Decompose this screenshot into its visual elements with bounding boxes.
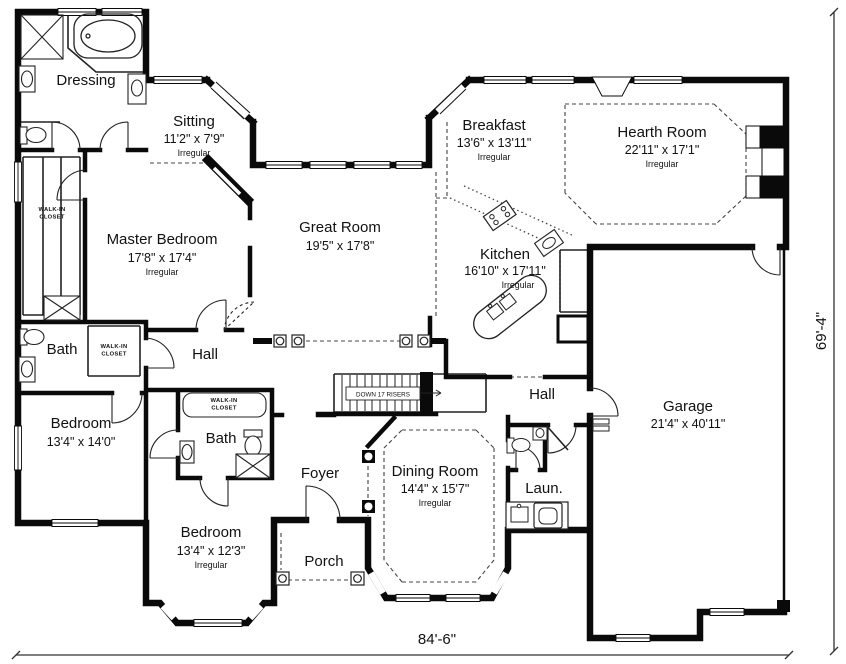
closet-label-1a: WALK-IN <box>39 207 66 213</box>
room-note-master-bedroom: Irregular <box>146 267 179 277</box>
room-label-hall-garage: Hall <box>529 386 555 403</box>
room-note-kitchen: Irregular <box>502 280 535 290</box>
room-dims-great-room: 19'5" x 17'8" <box>306 239 375 253</box>
closet-label-3a: WALK-IN <box>211 398 238 404</box>
pantry-cabinet <box>556 314 590 344</box>
powder-fixtures <box>506 426 548 454</box>
room-dims-garage: 21'4" x 40'11" <box>651 417 726 431</box>
room-label-foyer: Foyer <box>301 465 339 482</box>
room-label-dining-room: Dining Room <box>392 463 479 480</box>
dimension-lines: 84'-6" 69'-4" <box>11 7 839 660</box>
closet-label-1b: CLOSET <box>39 215 64 221</box>
room-label-bedroom1: Bedroom <box>51 415 112 432</box>
laundry-fixtures <box>505 501 569 530</box>
closet-label-2b: CLOSET <box>101 352 126 358</box>
room-label-dressing: Dressing <box>56 72 115 89</box>
room-label-sitting: Sitting <box>173 113 215 130</box>
master-diagonal-door <box>223 301 255 331</box>
room-label-porch: Porch <box>304 553 343 570</box>
dimension-height-label: 69'-4" <box>813 312 830 350</box>
room-note-hearth-room: Irregular <box>646 159 679 169</box>
garage-door-steps <box>592 418 610 432</box>
door-swings <box>51 121 781 521</box>
room-labels: Dressing Sitting 11'2" x 7'9" Irregular … <box>39 72 726 570</box>
room-label-master-bedroom: Master Bedroom <box>107 231 218 248</box>
room-label-great-room: Great Room <box>299 219 381 236</box>
fireplace-icon <box>201 153 255 207</box>
room-dims-sitting: 11'2" x 7'9" <box>164 132 225 146</box>
dashed-ceiling-lines <box>150 103 747 583</box>
room-label-garage: Garage <box>663 398 713 415</box>
garage-corner-notch <box>777 600 790 612</box>
room-dims-master-bedroom: 17'8" x 17'4" <box>128 251 197 265</box>
room-note-breakfast: Irregular <box>478 152 511 162</box>
dimension-width-label: 84'-6" <box>418 631 456 648</box>
room-label-laundry: Laun. <box>525 480 563 497</box>
second-bath-fixtures <box>179 392 271 479</box>
room-dims-bedroom2: 13'4" x 12'3" <box>177 544 246 558</box>
room-dims-breakfast: 13'6" x 13'11" <box>457 136 532 150</box>
room-label-bath2: Bath <box>206 430 237 447</box>
room-dims-kitchen: 16'10" x 17'11" <box>464 264 546 278</box>
windows <box>14 8 745 642</box>
kitchen-sink-icon <box>533 228 565 258</box>
room-note-bedroom2: Irregular <box>195 560 228 570</box>
cooktop-icon <box>482 199 517 232</box>
master-bath-fixtures <box>18 295 81 383</box>
bathtub-icon <box>73 13 143 59</box>
room-label-bedroom2: Bedroom <box>181 524 242 541</box>
hearth-fireplace-icon <box>745 125 787 199</box>
stairs: DOWN 17 RISERS <box>341 372 442 414</box>
sink-icon <box>18 65 147 105</box>
closet-label-2a: WALK-IN <box>101 344 128 350</box>
shower-icon <box>20 14 64 60</box>
kitchen-island-icon <box>473 274 547 340</box>
room-label-kitchen: Kitchen <box>480 246 530 263</box>
room-label-hearth-room: Hearth Room <box>617 124 706 141</box>
stairs-label: DOWN 17 RISERS <box>356 392 410 399</box>
room-note-sitting: Irregular <box>178 148 211 158</box>
room-note-dining-room: Irregular <box>419 498 452 508</box>
bay-window-bump <box>591 76 633 97</box>
columns <box>273 334 431 586</box>
room-label-breakfast: Breakfast <box>462 117 526 134</box>
toilet-icon <box>19 126 47 145</box>
exterior-walls <box>14 8 790 642</box>
room-dims-dining-room: 14'4" x 15'7" <box>401 482 470 496</box>
room-dims-hearth-room: 22'11" x 17'1" <box>625 143 700 157</box>
room-label-hall-left: Hall <box>192 346 218 363</box>
room-dims-bedroom1: 13'4" x 14'0" <box>47 435 116 449</box>
room-label-master-bath: Bath <box>47 341 78 358</box>
closet-label-3b: CLOSET <box>211 406 236 412</box>
